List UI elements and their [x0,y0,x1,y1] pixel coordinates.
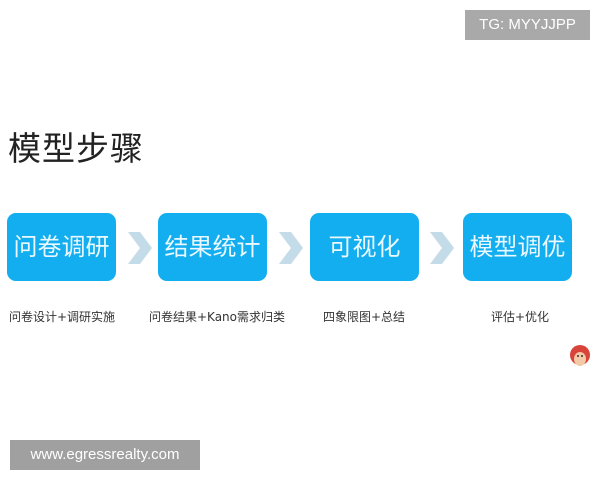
chevron-right-icon [279,232,303,264]
watermark-bottom: www.egressrealty.com [10,440,200,470]
step-box-4: 模型调优 [463,213,572,281]
step-box-2: 结果统计 [158,213,267,281]
monkey-mascot-icon [570,345,590,366]
step-desc-2: 问卷结果+Kano需求归类 [148,310,285,324]
page-title: 模型步骤 [8,129,144,168]
step-box-1: 问卷调研 [7,213,116,281]
step-desc-3: 四象限图+总结 [322,310,406,324]
step-box-3: 可视化 [310,213,419,281]
chevron-right-icon [430,232,454,264]
step-desc-1: 问卷设计+调研实施 [8,310,116,324]
step-desc-4: 评估+优化 [490,310,550,324]
watermark-top: TG: MYYJJPP [465,10,590,40]
chevron-right-icon [128,232,152,264]
